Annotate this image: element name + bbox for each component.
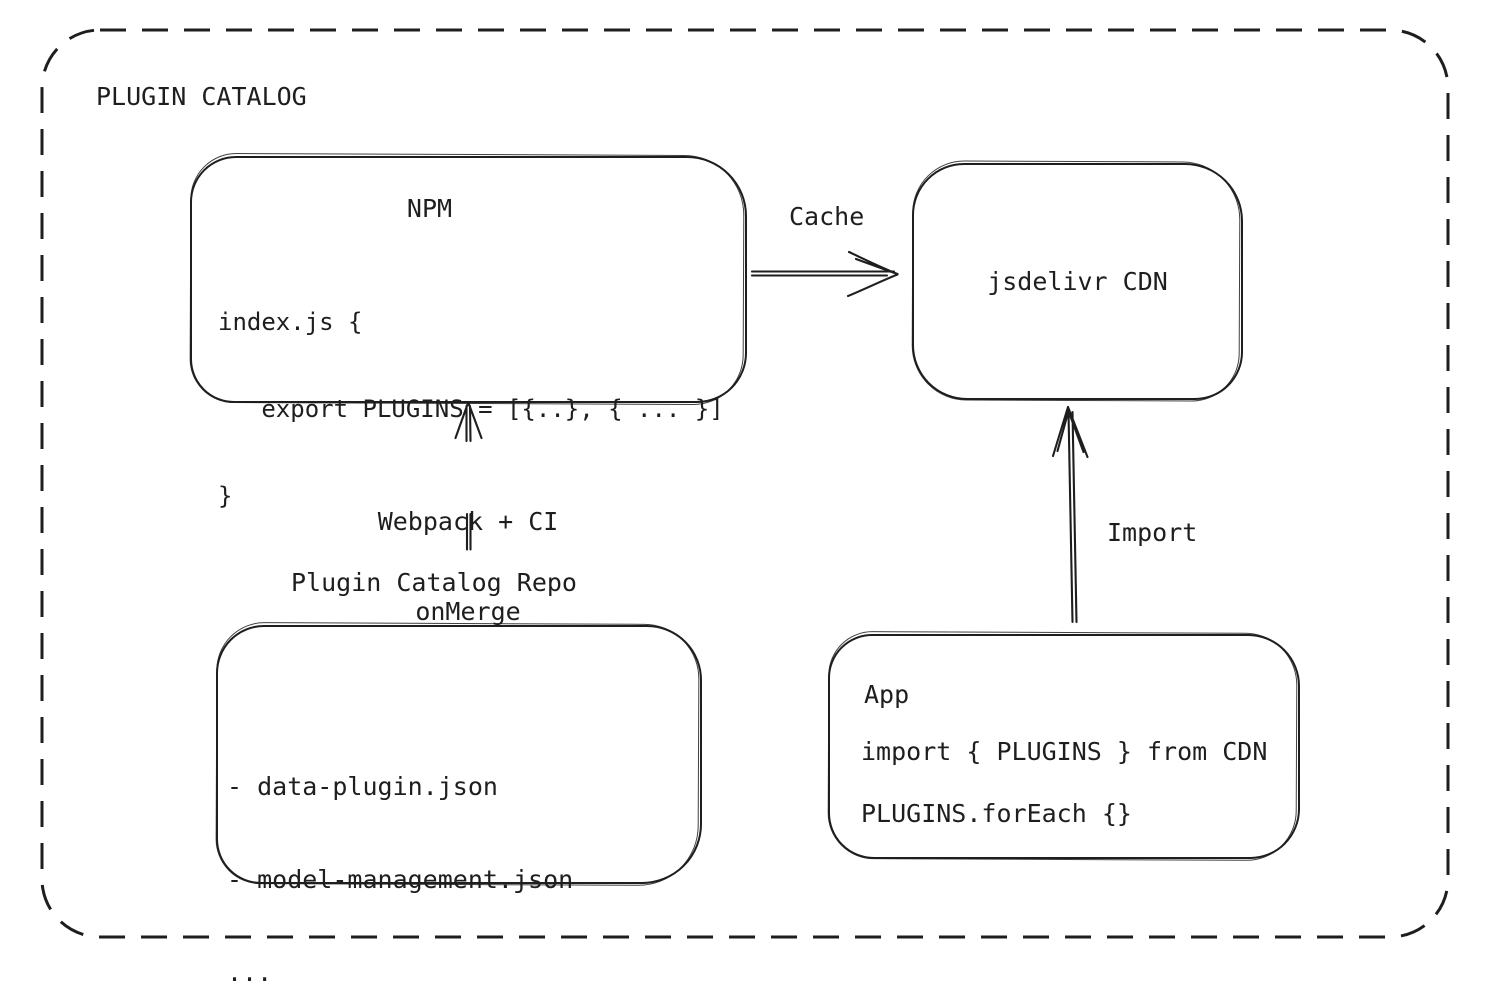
app-box: App import { PLUGINS } from CDN PLUGINS.…: [828, 634, 1300, 859]
repo-file-item: - data-plugin.json: [227, 772, 498, 801]
outer-dashed-border: [40, 28, 1450, 939]
app-box-title: App: [864, 680, 910, 709]
npm-code-block: index.js { export PLUGINS = [{..}, { ...…: [218, 250, 724, 569]
import-arrow-label: Import: [1107, 518, 1198, 547]
npm-box-title: NPM: [406, 194, 453, 223]
npm-code-line: }: [218, 482, 233, 510]
plugin-catalog-repo-label: Plugin Catalog Repo: [291, 568, 577, 597]
jsdelivr-cdn-box: jsdelivr CDN: [912, 163, 1243, 400]
webpack-ci-onmerge-label: Webpack + CI onMerge: [374, 447, 562, 687]
jsdelivr-cdn-label: jsdelivr CDN: [987, 267, 1168, 296]
webpack-ci-label: Webpack + CI: [377, 507, 559, 536]
webpack-arrow-segment: [465, 512, 472, 551]
plugin-catalog-repo-box: - data-plugin.json - model-management.js…: [216, 625, 702, 987]
cache-arrow: [750, 250, 899, 298]
npm-code-line: export PLUGINS = [{..}, { ... }]: [218, 395, 724, 423]
repo-file-list: - data-plugin.json - model-management.js…: [227, 709, 573, 1002]
webpack-arrow-head: [454, 401, 483, 443]
repo-file-item: - model-management.json: [227, 865, 574, 894]
cache-arrow-label: Cache: [789, 202, 865, 231]
diagram-title: PLUGIN CATALOG: [96, 82, 307, 111]
npm-box: NPM index.js { export PLUGINS = [{..}, {…: [190, 156, 747, 510]
npm-code-line: index.js {: [218, 308, 363, 336]
app-code-line: import { PLUGINS } from CDN: [861, 737, 1268, 766]
import-arrow: [1051, 405, 1089, 624]
app-code-line: PLUGINS.forEach {}: [861, 799, 1132, 828]
onmerge-label: onMerge: [415, 597, 521, 626]
repo-file-item-ellipsis: ...: [227, 958, 273, 987]
